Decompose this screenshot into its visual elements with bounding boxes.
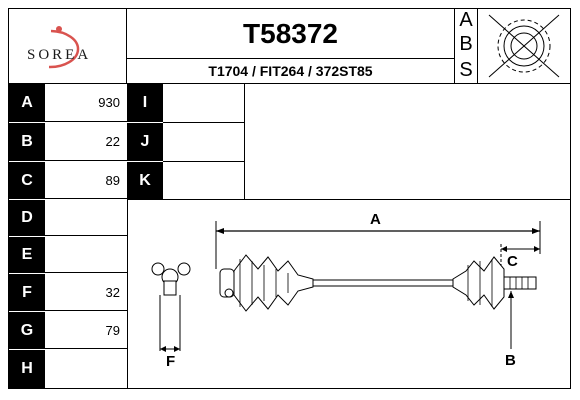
dimension-label-b: B [505,352,516,369]
spec-label-f: F [9,274,45,311]
abs-indicator: A B S [454,9,478,83]
spec-value-h [45,350,127,388]
spec-label-d: D [9,200,45,236]
spec-value-f: 32 [45,274,127,311]
spec-label-j: J [127,123,163,161]
diagram-top-divider [127,199,571,200]
dimension-label-f: F [166,353,176,370]
spec-value-e [45,237,127,273]
dimension-label-c: C [507,253,518,270]
abs-letter-s: S [455,59,477,82]
spec-label-i: I [127,84,163,122]
spec-value-a: 930 [45,84,127,122]
drive-shaft-diagram [151,221,541,352]
spec-value-k [163,162,245,200]
spec-sheet-frame [8,8,571,389]
cross-references: T1704 / FIT264 / 372ST85 [208,63,373,79]
spec-value-j [163,123,245,162]
spec-label-e: E [9,237,45,273]
diagram-divider [127,199,128,388]
spec-label-b: B [9,123,45,161]
spec-label-k: K [127,162,163,199]
abs-letter-b: B [459,33,473,55]
part-number: T58372 [127,9,454,59]
logo-area: SOREA [9,9,127,83]
header-divider [9,83,571,84]
spec-label-h: H [9,350,45,388]
spec-value-i [163,84,245,123]
spec-label-c: C [9,162,45,199]
spec-value-b: 22 [45,123,127,161]
abs-letter-a: A [459,9,473,31]
spec-value-g: 79 [45,312,127,349]
logo-text: SOREA [27,47,92,63]
dimension-label-a: A [370,211,381,228]
logo-swoosh-icon [48,26,80,69]
spec-value-d [45,200,127,236]
spec-label-a: A [9,84,45,122]
abs-ring-crossed-icon [488,14,560,78]
spec-value-c: 89 [45,162,127,199]
spec-label-g: G [9,312,45,349]
